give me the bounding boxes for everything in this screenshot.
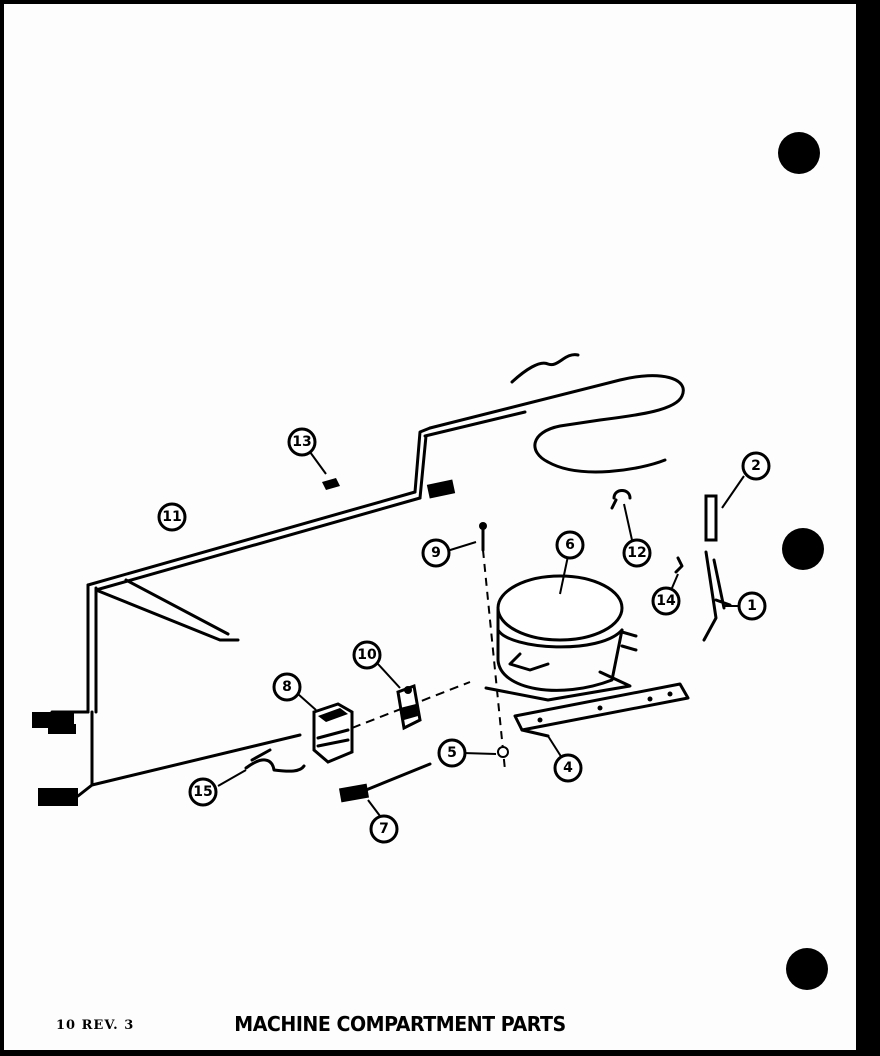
callout-13: 13 (287, 427, 317, 457)
compressor-part-6 (484, 555, 638, 702)
svg-text:4: 4 (563, 760, 573, 776)
callout-15: 15 (188, 777, 218, 807)
callout-4: 4 (553, 753, 583, 783)
callout-1: 1 (737, 591, 767, 621)
callout-9: 9 (421, 538, 451, 568)
svg-text:6: 6 (565, 537, 575, 553)
svg-text:7: 7 (379, 821, 389, 837)
svg-text:9: 9 (431, 545, 441, 561)
svg-text:2: 2 (751, 458, 761, 474)
power-cord-part-7 (338, 762, 432, 817)
bolt-part-2 (704, 475, 745, 542)
wiring-harness (32, 353, 685, 806)
binder-hole-bottom (786, 948, 828, 990)
callout-6: 6 (555, 530, 585, 560)
callout-14: 14 (651, 586, 681, 616)
svg-text:14: 14 (656, 593, 676, 609)
binder-hole-middle (782, 528, 824, 570)
diagram-title: MACHINE COMPARTMENT PARTS (234, 1012, 566, 1036)
screw-part-9 (446, 522, 506, 771)
svg-text:15: 15 (193, 784, 212, 800)
lead-wire-part-15 (217, 748, 306, 787)
svg-text:1: 1 (747, 598, 757, 614)
callout-5: 5 (437, 738, 467, 768)
mounting-rail-part-4 (513, 682, 690, 759)
relay-part-8 (297, 681, 471, 764)
callout-12: 12 (622, 538, 652, 568)
callout-10: 10 (352, 640, 382, 670)
svg-text:11: 11 (162, 509, 181, 525)
svg-text:5: 5 (447, 745, 457, 761)
svg-text:10: 10 (357, 647, 377, 663)
clamp-part-12 (610, 489, 633, 541)
svg-text:12: 12 (627, 545, 646, 561)
revision-code: 10 REV. 3 (56, 1018, 135, 1033)
callout-11: 11 (157, 502, 187, 532)
clip-part-13 (309, 451, 340, 490)
callout-2: 2 (741, 451, 771, 481)
svg-text:8: 8 (282, 679, 292, 695)
svg-text:13: 13 (292, 434, 311, 450)
callout-7: 7 (369, 814, 399, 844)
grommet-part-5 (462, 746, 509, 758)
clip-part-14 (671, 556, 684, 589)
mount-part-1 (702, 550, 738, 642)
binder-hole-top (778, 132, 820, 174)
overload-part-10 (377, 663, 422, 731)
callout-8: 8 (272, 672, 302, 702)
